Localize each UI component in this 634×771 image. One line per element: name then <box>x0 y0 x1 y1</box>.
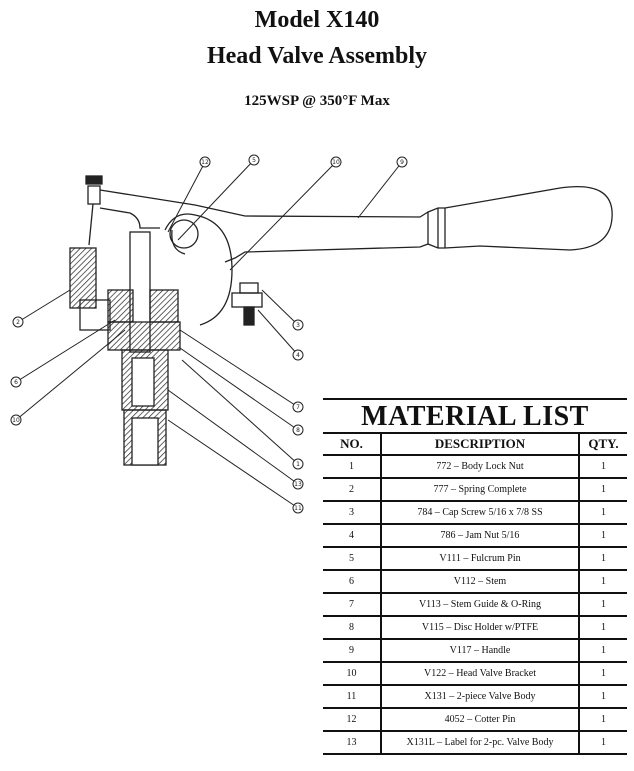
rating-text: 125WSP @ 350°F Max <box>244 93 390 109</box>
row-description: 4052 – Cotter Pin <box>380 708 579 732</box>
svg-text:4: 4 <box>296 352 300 359</box>
callout-2: 2 <box>12 316 24 328</box>
svg-text:9: 9 <box>400 159 404 166</box>
row-no: 11 <box>323 685 381 709</box>
header-qty: QTY. <box>578 434 627 456</box>
callout-1: 1 <box>292 458 304 470</box>
svg-text:5: 5 <box>252 157 256 164</box>
svg-text:2: 2 <box>16 319 20 326</box>
row-no: 6 <box>323 570 381 594</box>
svg-text:6: 6 <box>14 379 18 386</box>
row-no: 1 <box>323 455 381 479</box>
row-no: 9 <box>323 639 381 663</box>
callout-10-top: 10 <box>330 156 342 168</box>
row-description: V111 – Fulcrum Pin <box>380 547 579 571</box>
callout-7: 7 <box>292 401 304 413</box>
row-qty: 1 <box>578 593 627 617</box>
leader-lines <box>15 159 403 509</box>
page-subtitle: Head Valve Assembly <box>206 43 428 69</box>
callout-10-left: 10 <box>10 414 22 426</box>
spring <box>69 247 97 309</box>
callout-9: 9 <box>396 156 408 168</box>
row-qty: 1 <box>578 478 627 502</box>
row-description: X131 – 2-piece Valve Body <box>380 685 579 709</box>
handle-grip <box>427 185 613 251</box>
row-qty: 1 <box>578 616 627 640</box>
fulcrum-bracket <box>164 213 233 326</box>
svg-text:1: 1 <box>296 461 300 468</box>
assembly-diagram: 12 5 10 9 2 3 4 6 10 7 8 1 13 11 <box>10 154 613 514</box>
row-no: 3 <box>323 501 381 525</box>
svg-text:13: 13 <box>294 481 302 488</box>
header-no: NO. <box>323 434 381 456</box>
header-description: DESCRIPTION <box>380 434 579 456</box>
row-qty: 1 <box>578 455 627 479</box>
row-qty: 1 <box>578 639 627 663</box>
svg-text:11: 11 <box>294 505 302 512</box>
row-no: 8 <box>323 616 381 640</box>
row-qty: 1 <box>578 685 627 709</box>
callout-11: 11 <box>292 502 304 514</box>
callout-13: 13 <box>292 478 304 490</box>
callout-12: 12 <box>199 156 211 168</box>
row-qty: 1 <box>578 662 627 686</box>
row-description: 786 – Jam Nut 5/16 <box>380 524 579 548</box>
row-qty: 1 <box>578 731 627 755</box>
callout-8: 8 <box>292 424 304 436</box>
row-no: 7 <box>323 593 381 617</box>
callout-5: 5 <box>248 154 260 166</box>
row-qty: 1 <box>578 708 627 732</box>
row-description: V113 – Stem Guide & O-Ring <box>380 593 579 617</box>
callout-4: 4 <box>292 349 304 361</box>
callout-3: 3 <box>292 319 304 331</box>
row-no: 13 <box>323 731 381 755</box>
row-no: 4 <box>323 524 381 548</box>
svg-text:8: 8 <box>296 427 300 434</box>
row-description: V117 – Handle <box>380 639 579 663</box>
row-qty: 1 <box>578 547 627 571</box>
svg-text:3: 3 <box>296 322 300 329</box>
row-description: 777 – Spring Complete <box>380 478 579 502</box>
page-title: Model X140 <box>254 7 380 33</box>
row-description: X131L – Label for 2-pc. Valve Body <box>380 731 579 755</box>
row-description: V112 – Stem <box>380 570 579 594</box>
svg-text:10: 10 <box>12 417 20 424</box>
callout-6: 6 <box>10 376 22 388</box>
row-qty: 1 <box>578 570 627 594</box>
table-header-row: NO. DESCRIPTION QTY. <box>323 434 627 456</box>
row-qty: 1 <box>578 524 627 548</box>
row-description: 784 – Cap Screw 5/16 x 7/8 SS <box>380 501 579 525</box>
material-list-title: MATERIAL LIST <box>323 398 627 434</box>
row-qty: 1 <box>578 501 627 525</box>
row-no: 10 <box>323 662 381 686</box>
row-description: 772 – Body Lock Nut <box>380 455 579 479</box>
svg-text:7: 7 <box>296 404 300 411</box>
svg-text:12: 12 <box>201 159 209 166</box>
row-description: V122 – Head Valve Bracket <box>380 662 579 686</box>
row-no: 12 <box>323 708 381 732</box>
row-no: 5 <box>323 547 381 571</box>
row-description: V115 – Disc Holder w/PTFE <box>380 616 579 640</box>
svg-text:10: 10 <box>332 159 340 166</box>
row-no: 2 <box>323 478 381 502</box>
